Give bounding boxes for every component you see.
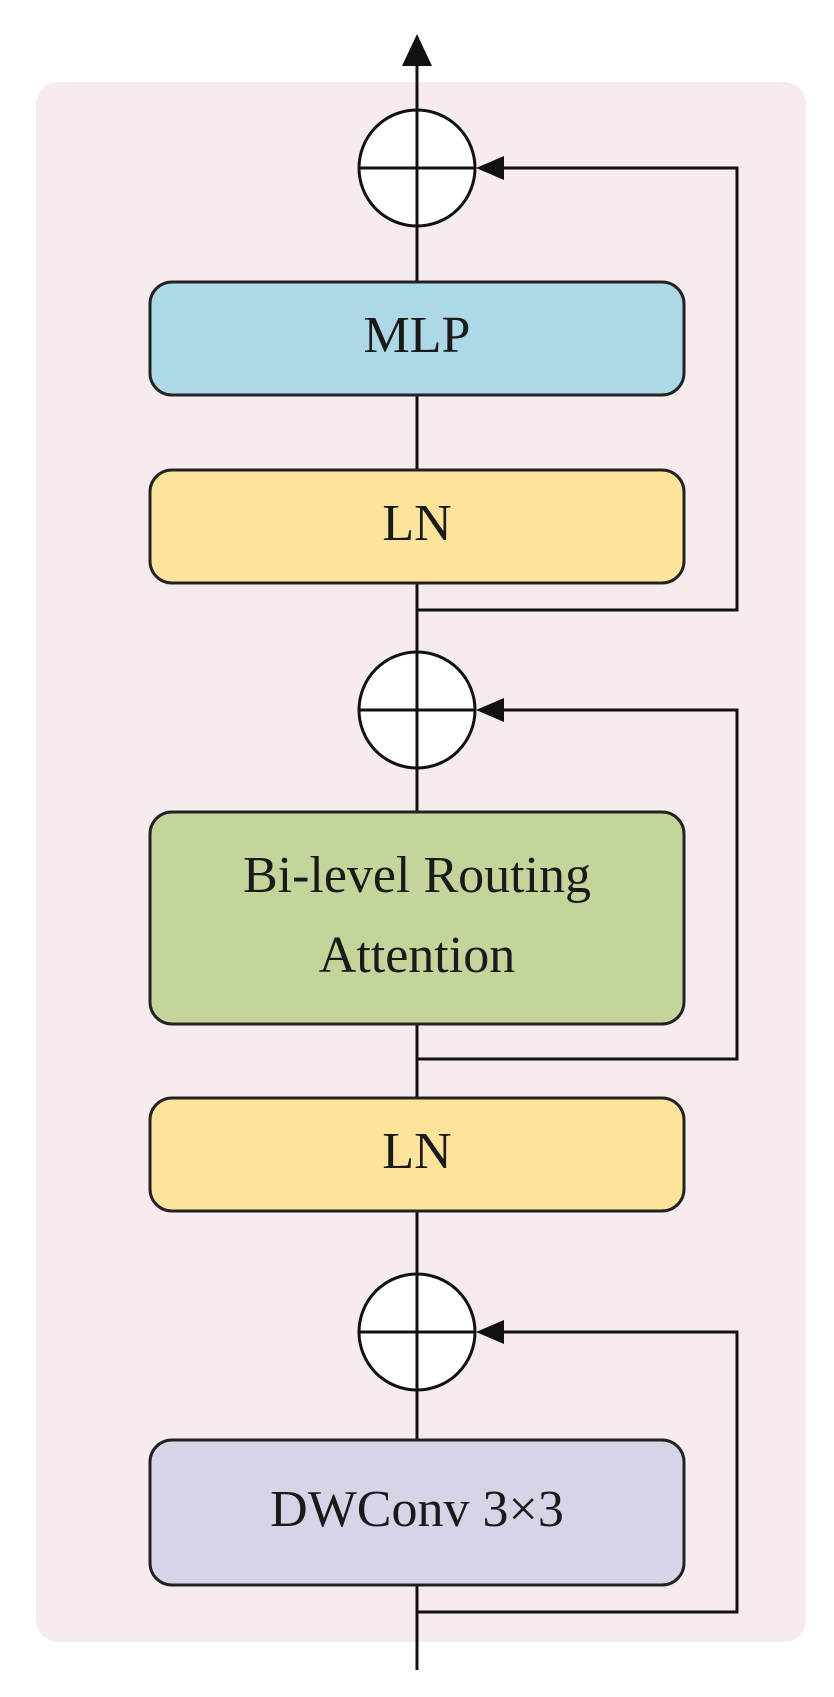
attention-label-line2: Attention bbox=[319, 927, 515, 984]
layer-norm-label-middle: LN bbox=[382, 1123, 451, 1180]
add-bottom bbox=[357, 1272, 477, 1392]
mlp-label: MLP bbox=[364, 307, 471, 364]
layer-norm-block-top: LN bbox=[148, 468, 686, 585]
layer-norm-block-middle: LN bbox=[148, 1096, 686, 1213]
add-top bbox=[357, 108, 477, 228]
output-arrow-icon bbox=[402, 34, 432, 66]
skip-connection-bottom bbox=[417, 1330, 739, 1614]
add-middle bbox=[357, 650, 477, 770]
skip-connection-middle bbox=[417, 708, 739, 1061]
layer-norm-label-top: LN bbox=[382, 495, 451, 552]
arrow-left-icon bbox=[476, 1320, 504, 1344]
skip-connection-top bbox=[417, 166, 739, 612]
attention-label-line1: Bi-level Routing bbox=[243, 847, 591, 904]
arrow-left-icon bbox=[476, 698, 504, 722]
arrow-left-icon bbox=[476, 156, 504, 180]
dwconv-label: DWConv 3×3 bbox=[270, 1481, 564, 1538]
attention-block: Bi-level Routing Attention bbox=[148, 810, 686, 1026]
dwconv-block: DWConv 3×3 bbox=[148, 1438, 686, 1587]
mlp-block: MLP bbox=[148, 280, 686, 397]
